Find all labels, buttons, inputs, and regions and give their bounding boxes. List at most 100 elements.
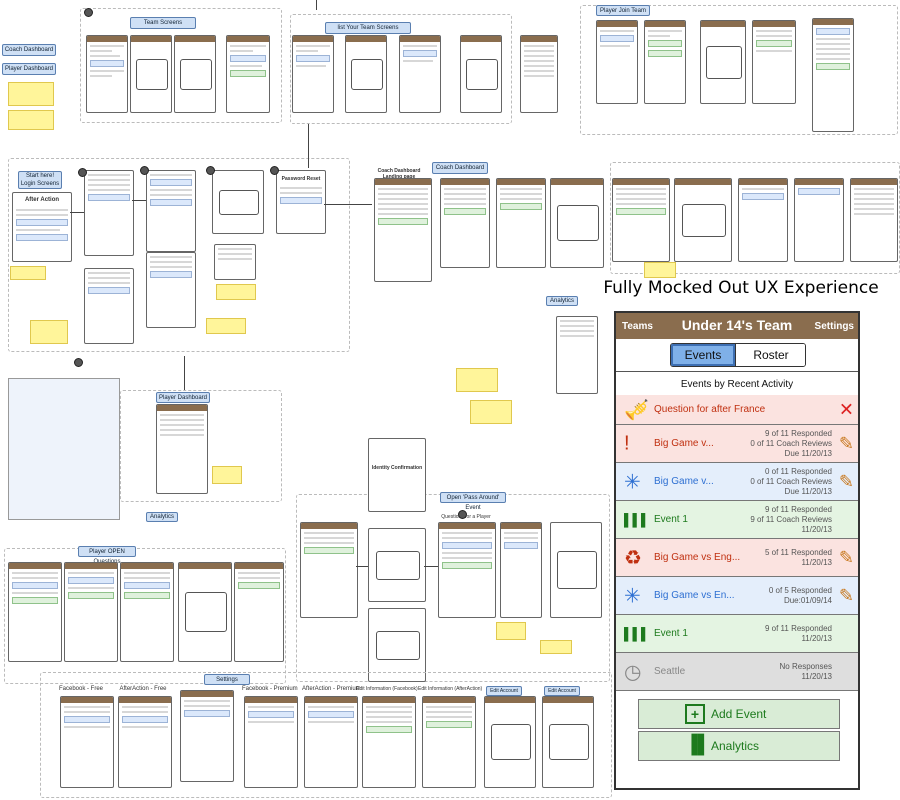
event-name: Big Game vs Eng... (654, 552, 741, 563)
analytics-box-2: Analytics (146, 512, 178, 522)
phone-mock (484, 696, 536, 788)
sticky-note (10, 266, 46, 280)
phone-mock (794, 178, 844, 262)
exclamation-icon: ! (624, 432, 630, 454)
trumpet-icon: 🎺 (624, 399, 649, 421)
featured-mockup: Teams Under 14's Team Settings Events Ro… (614, 311, 860, 790)
change-notes-panel (8, 378, 120, 520)
add-event-button[interactable]: + Add Event (638, 699, 840, 729)
player-open-questions-box: Player OPEN Questions (78, 546, 136, 565)
edit-icon[interactable]: ✎ (838, 547, 854, 567)
phone-mock (304, 696, 358, 788)
phone-mock (130, 35, 172, 113)
phone-mock (460, 35, 502, 113)
event-name: Seattle (654, 666, 686, 677)
edit-icon[interactable]: ✎ (838, 433, 854, 453)
sticky-note (644, 262, 676, 278)
tab-roster[interactable]: Roster (735, 344, 805, 366)
recycle-icon: ♻ (624, 547, 642, 569)
sticky-note (216, 284, 256, 300)
step-marker (140, 166, 149, 175)
password-reset-mock: Password Reset (276, 170, 326, 234)
phone-mock (156, 404, 208, 494)
identity-confirmation-label: Identity Confirmation (371, 465, 423, 471)
bar-chart-icon: ▐▌ (685, 734, 711, 754)
add-event-label: Add Event (711, 707, 767, 721)
phone-mock (60, 696, 114, 788)
phone-mock (64, 562, 118, 662)
phone-mock (500, 522, 542, 618)
coach-dashboard-box-2: Coach Dashboard (432, 162, 488, 174)
settings-button[interactable]: Settings (814, 321, 854, 332)
event-status-line: 9 of 11 Responded (764, 429, 832, 438)
event-name: Big Game v... (654, 476, 714, 487)
sticky-note (30, 320, 68, 344)
connector (424, 566, 438, 567)
step-marker (78, 168, 87, 177)
team-title: Under 14's Team (681, 317, 793, 333)
step-marker (270, 166, 279, 175)
step-marker (74, 358, 83, 367)
phone-mock (180, 690, 234, 782)
connector (316, 0, 317, 10)
event-row[interactable]: 🎺 Question for after France ✕ (616, 395, 858, 425)
edit-info-afteraction-label: Edit Information (AfterAction) (418, 686, 483, 692)
phone-mock (520, 35, 558, 113)
player-open-questions-frame (4, 548, 286, 684)
phone-mock (86, 35, 128, 113)
event-name: Question for after France (654, 404, 766, 415)
phone-mock (368, 528, 426, 602)
facebook-premium-label: Facebook - Premium (242, 686, 298, 692)
phone-mock (496, 178, 546, 268)
tab-events[interactable]: Events (671, 344, 735, 366)
phone-mock (812, 18, 854, 132)
player-dashboard-frame (120, 390, 282, 502)
event-status-line: 11/20/13 (801, 634, 832, 643)
phone-mock (8, 562, 62, 662)
login-phone-mock: After Action (12, 192, 72, 262)
teams-button[interactable]: Teams (622, 321, 653, 332)
afteraction-free-label: AfterAction - Free (119, 686, 167, 692)
step-marker (458, 510, 467, 519)
coach-dashboard-box: Coach Dashboard (2, 44, 56, 56)
event-status-line: No Responses (779, 662, 832, 671)
event-status-line: Due:01/09/14 (783, 596, 832, 605)
edit-icon[interactable]: ✎ (838, 585, 854, 605)
phone-mock (422, 696, 476, 788)
phone-mock (300, 522, 358, 618)
phone-mock (850, 178, 898, 262)
event-status-line: 0 of 11 Coach Reviews (750, 439, 832, 448)
after-action-label: After Action (24, 197, 60, 203)
delete-icon[interactable]: ✕ (838, 399, 854, 419)
event-status-line: 9 of 11 Coach Reviews (750, 515, 832, 524)
plus-icon: + (685, 704, 705, 724)
phone-mock (244, 696, 298, 788)
event-status-line: 11/20/13 (801, 672, 832, 681)
afteraction-premium-label: AfterAction - Premium (302, 686, 361, 692)
sticky-note (206, 318, 246, 334)
phone-mock (212, 170, 264, 234)
connector (308, 124, 309, 168)
analytics-button[interactable]: ▐▌ Analytics (638, 731, 840, 761)
step-marker (84, 8, 93, 17)
event-status-line: 11/20/13 (801, 558, 832, 567)
settings-frame (40, 672, 612, 798)
step-marker (206, 166, 215, 175)
edit-icon[interactable]: ✎ (838, 471, 854, 491)
player-dashboard-box-2: Player Dashboard (156, 392, 210, 403)
event-status-line: 0 of 11 Responded (764, 467, 832, 476)
player-dashboard-box: Player Dashboard (2, 63, 56, 75)
